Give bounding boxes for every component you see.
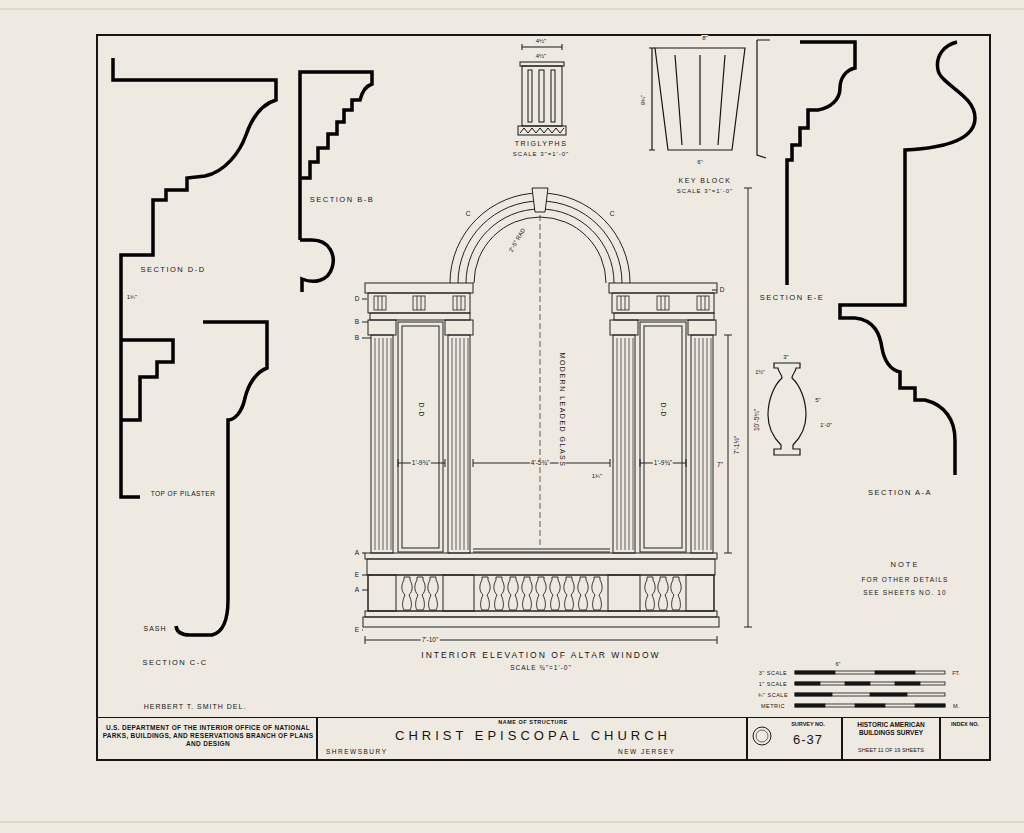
section-label: SECTION A-A <box>867 489 933 497</box>
section-reference: D-D <box>418 402 425 419</box>
graphic-scales <box>795 671 945 707</box>
baluster-detail <box>768 363 806 455</box>
scale-label: ¾" SCALE <box>757 693 789 699</box>
section-label: SECTION E-E <box>759 294 825 302</box>
title-block-cell: INDEX NO. <box>940 717 990 760</box>
title-block-text: SHEET 11 OF 19 SHEETS <box>846 747 936 754</box>
section-label: SECTION B-B <box>309 196 375 204</box>
section-marker: C <box>609 211 616 218</box>
dimension: 1¾" <box>126 294 138 300</box>
material-note: MODERN LEADED GLASS <box>559 352 566 469</box>
triglyph-detail <box>518 44 566 135</box>
dimension: 4½" <box>535 38 547 44</box>
title-block-text: SHREWSBURY <box>326 748 466 756</box>
note-label: SASH <box>142 625 167 632</box>
dimension: 2'-5" RAD <box>507 226 526 254</box>
title-block-cell: HISTORIC AMERICAN BUILDINGS SURVEY SHEET … <box>842 717 940 760</box>
section-marker: E <box>354 627 360 634</box>
molding-profiles <box>113 42 975 635</box>
scale-label: FT. <box>951 671 961 677</box>
scale-note: SCALE 3"=1'-0" <box>676 188 734 194</box>
dimension: 7'-1½" <box>734 435 741 455</box>
scale-note: SCALE 3"=1'-0" <box>512 151 570 157</box>
section-reference: D-D <box>660 402 667 419</box>
title-block-text: HISTORIC AMERICAN BUILDINGS SURVEY <box>846 721 936 737</box>
section-marker: E <box>354 572 360 579</box>
dimension: 1½" <box>754 370 766 376</box>
scale-label: 1" SCALE <box>758 682 789 688</box>
dimension: 6" <box>696 159 703 165</box>
title-block-text: CHRIST EPISCOPAL CHURCH <box>320 728 746 744</box>
section-marker: A <box>354 550 360 557</box>
detail-title: TRIGLYPHS <box>514 140 569 147</box>
title-block-cell: SURVEY NO. 6-37 <box>747 717 842 760</box>
dimension: 7'-10" <box>421 637 440 644</box>
title-block-text: U.S. DEPARTMENT OF THE INTERIOR OFFICE O… <box>101 724 315 748</box>
title-block-text: 6-37 <box>776 732 840 748</box>
title-block-text: INDEX NO. <box>943 721 987 728</box>
title-block-cell: U.S. DEPARTMENT OF THE INTERIOR OFFICE O… <box>97 717 317 760</box>
dimension: 4½" <box>535 53 547 59</box>
section-label: SECTION D-D <box>139 266 206 274</box>
detail-title: KEY BLOCK <box>677 177 732 184</box>
scale-label: METRIC <box>760 704 786 710</box>
section-marker: B <box>354 319 360 326</box>
scale-label: 6" <box>834 662 841 668</box>
title-block-cell: NAME OF STRUCTURE CHRIST EPISCOPAL CHURCH… <box>317 717 747 760</box>
dimension: 1¾" <box>591 473 603 479</box>
title-block-text: NAME OF STRUCTURE <box>320 719 746 726</box>
dimension: 3" <box>782 354 789 360</box>
section-marker: D <box>354 296 361 303</box>
note-label: FOR OTHER DETAILS <box>860 577 949 584</box>
title-block-text: NEW JERSEY <box>618 748 743 756</box>
section-marker: B <box>354 335 360 342</box>
key-block-detail <box>649 40 770 158</box>
dimension: 1'-9¾" <box>411 460 431 467</box>
delineator-credit: HERBERT T. SMITH DEL. <box>143 703 248 710</box>
dimension: 8" <box>701 35 708 41</box>
title-block-text: SURVEY NO. <box>776 721 840 728</box>
note-label: NOTE <box>890 561 921 569</box>
scale-note: SCALE ¾"=1'-0" <box>509 665 573 672</box>
scale-label: M. <box>952 704 960 710</box>
sheet-frame <box>97 35 990 760</box>
dimension: 9¾" <box>640 94 646 106</box>
dimension: 7" <box>716 462 724 469</box>
dimension: 5" <box>814 397 821 403</box>
altar-window-elevation <box>362 188 752 644</box>
note-label: SEE SHEETS NO. 10 <box>862 590 948 597</box>
section-marker: C <box>465 211 472 218</box>
dimension: 1'-9¾" <box>653 460 673 467</box>
scale-label: 3" SCALE <box>758 671 789 677</box>
section-marker: D <box>719 287 726 294</box>
section-label: SECTION C-C <box>141 659 208 667</box>
seal-symbol <box>753 727 771 745</box>
note-label: TOP OF PILASTER <box>150 491 217 498</box>
section-marker: A <box>354 587 360 594</box>
dimension: 4'-5¾" <box>530 460 550 467</box>
drawing-title: INTERIOR ELEVATION OF ALTAR WINDOW <box>420 651 661 660</box>
dimension: 10'-5¾" <box>754 408 761 432</box>
dimension: 1'-0" <box>819 422 833 428</box>
